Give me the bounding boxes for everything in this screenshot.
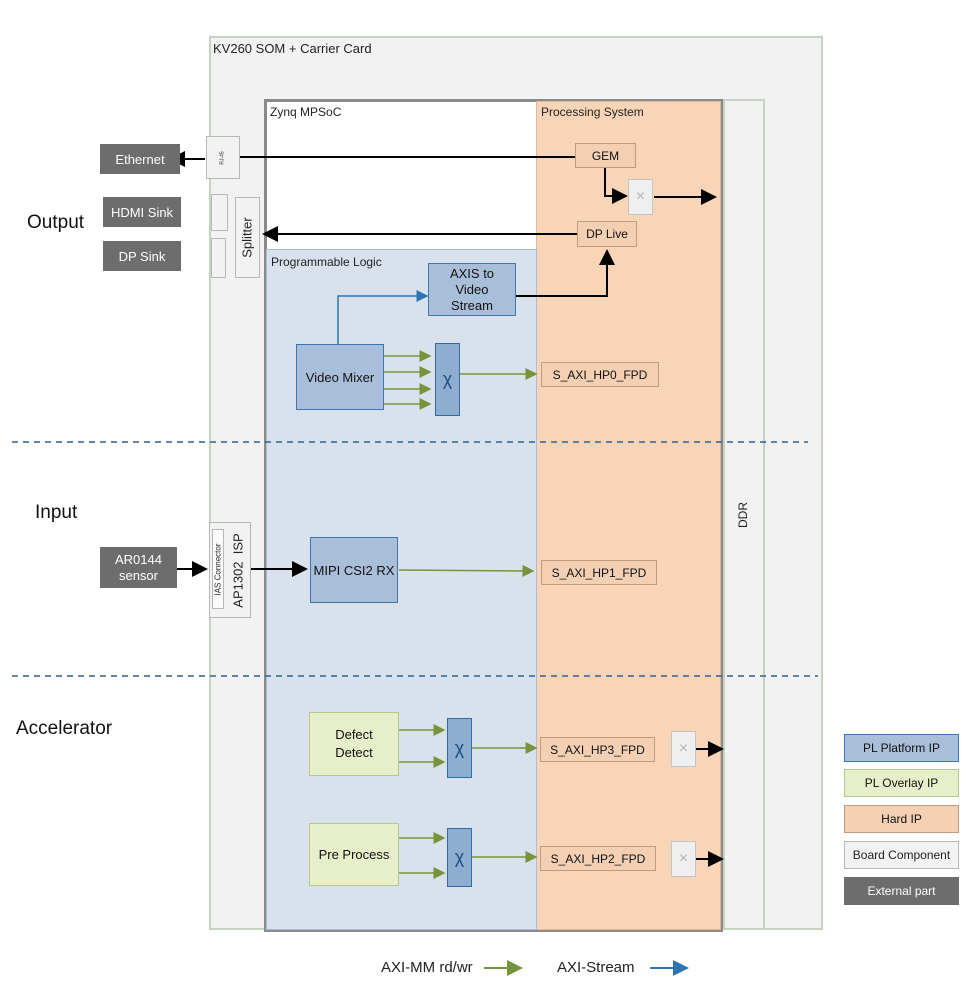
splitter-label: Splitter bbox=[240, 217, 255, 258]
rj45-label: RJ-45 bbox=[220, 150, 226, 165]
hdmi-sink-box: HDMI Sink bbox=[103, 197, 181, 227]
axis-to-video-block: AXIS to Video Stream bbox=[428, 263, 516, 316]
som-title: KV260 SOM + Carrier Card bbox=[213, 41, 372, 56]
isp-label: AP1302 ISP bbox=[230, 532, 246, 608]
section-accelerator: Accelerator bbox=[16, 718, 113, 739]
ddr-region bbox=[723, 99, 765, 930]
legend-axi-stream-label: AXI-Stream bbox=[557, 959, 635, 976]
pl-label: Programmable Logic bbox=[271, 255, 382, 269]
defect-detect-block: Defect Detect bbox=[309, 712, 399, 776]
legend-hard-ip: Hard IP bbox=[844, 805, 959, 833]
isp-label-wrap: AP1302 ISP bbox=[226, 523, 250, 617]
gem-block: GEM bbox=[575, 143, 636, 168]
section-output: Output bbox=[27, 212, 85, 233]
crossbar-icon: χ bbox=[435, 343, 460, 416]
splitter-box: Splitter bbox=[235, 197, 260, 278]
sensor-box: AR0144 sensor bbox=[100, 547, 177, 588]
hp0-port: S_AXI_HP0_FPD bbox=[541, 362, 659, 387]
ps-label: Processing System bbox=[541, 105, 644, 119]
mipi-csi2-rx-block: MIPI CSI2 RX bbox=[310, 537, 398, 603]
interconnect-icon: × bbox=[671, 731, 696, 767]
video-mixer-block: Video Mixer bbox=[296, 344, 384, 410]
legend-external-part: External part bbox=[844, 877, 959, 905]
line-axis-stream-mixer bbox=[337, 290, 429, 344]
section-input: Input bbox=[35, 502, 78, 523]
ias-connector-label: IAS Connector bbox=[213, 542, 223, 596]
interconnect-icon: × bbox=[671, 841, 696, 877]
legend-board-component: Board Component bbox=[844, 841, 959, 869]
dp-sink-box: DP Sink bbox=[103, 241, 181, 271]
legend-axi-mm-label: AXI-MM rd/wr bbox=[381, 959, 473, 976]
legend-pl-overlay: PL Overlay IP bbox=[844, 769, 959, 797]
ias-connector-box: IAS Connector bbox=[212, 529, 224, 609]
line-axis-dplive bbox=[514, 249, 615, 297]
hdmi-port-icon bbox=[211, 194, 228, 231]
isp-box: IAS Connector AP1302 ISP bbox=[209, 522, 251, 618]
interconnect-icon: × bbox=[628, 179, 653, 215]
rj45-connector: RJ-45 bbox=[206, 136, 240, 179]
dp-live-block: DP Live bbox=[577, 221, 637, 247]
hp1-port: S_AXI_HP1_FPD bbox=[541, 560, 657, 585]
dp-port-icon bbox=[211, 238, 226, 278]
zynq-label: Zynq MPSoC bbox=[270, 105, 342, 119]
legend-pl-platform: PL Platform IP bbox=[844, 734, 959, 762]
crossbar-icon: χ bbox=[447, 828, 472, 887]
hp3-port: S_AXI_HP3_FPD bbox=[540, 737, 655, 762]
crossbar-icon: χ bbox=[447, 718, 472, 778]
ethernet-box: Ethernet bbox=[100, 144, 180, 174]
pre-process-block: Pre Process bbox=[309, 823, 399, 886]
hp2-port: S_AXI_HP2_FPD bbox=[540, 846, 656, 871]
line-gem-interconnect bbox=[604, 168, 628, 204]
